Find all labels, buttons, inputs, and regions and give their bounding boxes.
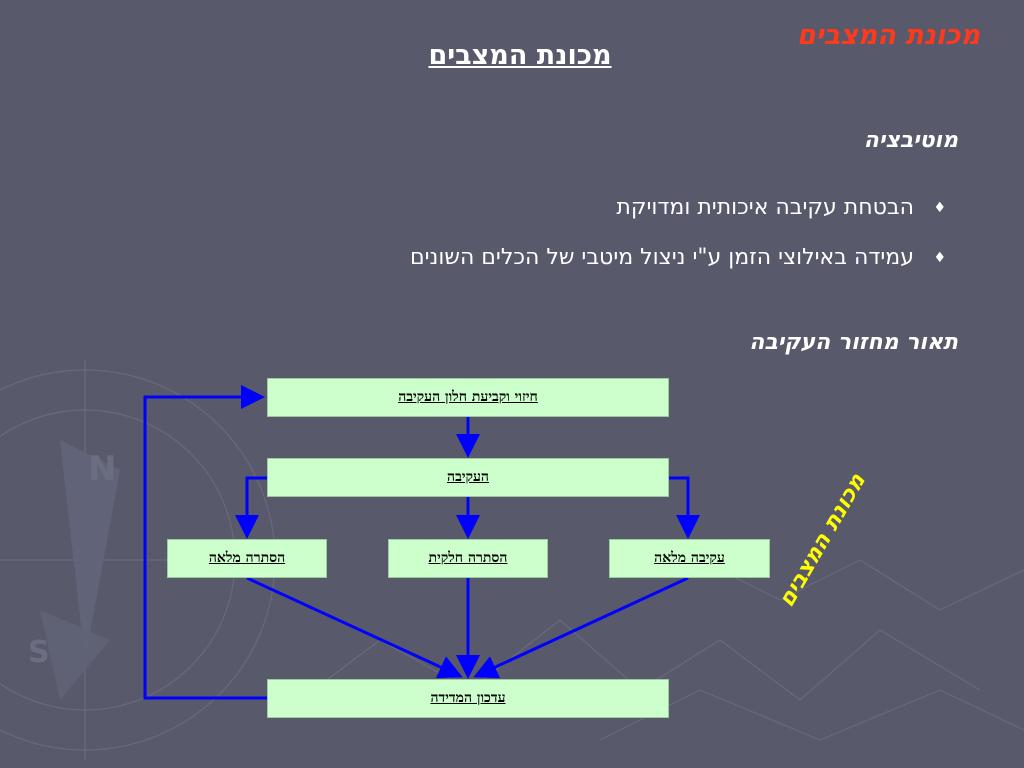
motivation-heading: מוטיבציה — [863, 128, 958, 153]
node-partial-occlusion: הסתרה חלקית — [388, 539, 548, 578]
bullet-item: ♦ עמידה באילוצי הזמן ע"י ניצול מיטבי של … — [410, 240, 946, 290]
page-title: מכונת המצבים — [428, 40, 612, 71]
arrow-full-occlusion-to-update — [246, 576, 463, 679]
tracking-cycle-heading: תאור מחזור העקיבה — [749, 330, 958, 355]
node-measurement-update: עדכון המדידה — [267, 679, 669, 718]
node-detect-window: חיזוי וקביעת חלון העקיבה — [267, 378, 669, 417]
bullet-item: ♦ הבטחת עקיבה איכותית ומדויקת — [410, 190, 946, 240]
node-tracking: העקיבה — [267, 458, 669, 497]
arrow-track-to-full-occlusion — [235, 476, 267, 539]
svg-text:N: N — [88, 449, 116, 489]
arrow-track-to-full-tracking — [669, 476, 700, 539]
corner-title: מכונת המצבים — [796, 20, 980, 51]
motivation-bullet-list: ♦ הבטחת עקיבה איכותית ומדויקת ♦ עמידה בא… — [410, 190, 946, 290]
diamond-bullet-icon: ♦ — [933, 250, 946, 266]
node-full-occlusion: הסתרה מלאה — [167, 539, 327, 578]
arrow-update-loop-to-detect — [143, 385, 267, 700]
diamond-bullet-icon: ♦ — [933, 200, 946, 216]
arrow-full-tracking-to-update — [473, 576, 689, 679]
bullet-text: עמידה באילוצי הזמן ע"י ניצול מיטבי של הכ… — [410, 245, 914, 270]
bullet-text: הבטחת עקיבה איכותית ומדויקת — [616, 195, 914, 220]
svg-text:S: S — [28, 635, 50, 670]
node-full-tracking: עקיבה מלאה — [609, 539, 770, 578]
